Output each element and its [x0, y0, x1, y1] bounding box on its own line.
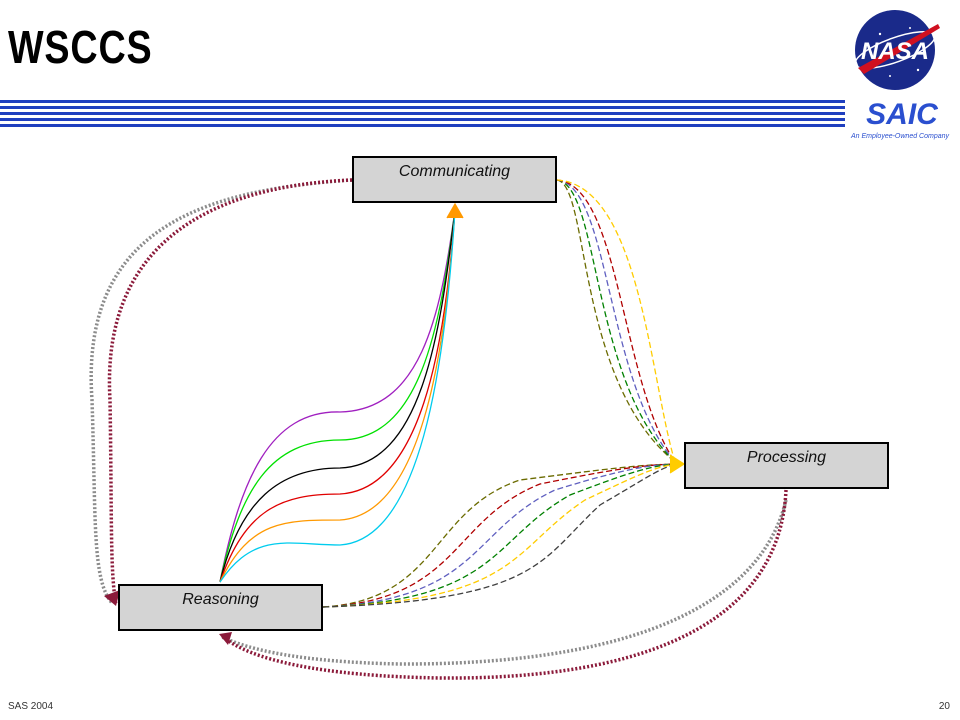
- curve-red: [219, 209, 456, 583]
- loop-gray-left: [89, 178, 353, 605]
- processing-label: Processing: [746, 449, 827, 466]
- communicating-label: Communicating: [398, 163, 511, 180]
- reasoning-to-communicating-curves: [219, 202, 464, 583]
- loop-maroon-left: [107, 178, 353, 606]
- dash-blue-1: [556, 179, 676, 463]
- page-number: 20: [938, 701, 950, 712]
- dash-green-2: [322, 463, 683, 608]
- arrowhead-processing: [669, 454, 686, 474]
- dash-olive-2: [322, 463, 683, 608]
- dash-yellow-2: [322, 463, 683, 608]
- dash-olive-1: [556, 179, 676, 463]
- saic-logo: SAIC An Employee-Owned Company: [850, 98, 950, 140]
- svg-text:SAIC: SAIC: [866, 98, 939, 131]
- slide-title: WSCCS: [8, 21, 153, 73]
- curve-green: [219, 209, 456, 583]
- dash-yellow-1: [556, 179, 676, 463]
- loop-gray-bottom: [221, 499, 788, 666]
- communicating-to-processing-curves: [556, 179, 676, 463]
- arrowhead-reasoning-bottom: [219, 632, 232, 645]
- curve-orange: [219, 209, 456, 583]
- footer-left: SAS 2004: [8, 701, 54, 712]
- svg-text:NASA: NASA: [861, 38, 929, 65]
- dash-darkgray-2: [322, 463, 683, 608]
- dash-green-1: [556, 179, 676, 463]
- dash-blue-2: [322, 463, 683, 608]
- curve-cyan: [219, 209, 456, 583]
- curve-black: [219, 209, 456, 583]
- communicating-node: Communicating: [352, 156, 557, 203]
- processing-node: Processing: [684, 442, 889, 489]
- header-stripe: [0, 100, 845, 127]
- curve-purple: [219, 209, 456, 583]
- reasoning-to-processing-curves: [322, 454, 686, 608]
- arrowhead-reasoning-left: [104, 590, 120, 606]
- dash-red-2: [322, 463, 683, 608]
- dash-red-1: [556, 179, 676, 463]
- nasa-logo: NASA: [854, 10, 940, 90]
- svg-text:An Employee-Owned Company: An Employee-Owned Company: [850, 133, 950, 140]
- logos: NASA SAIC An Employee-Owned Company: [850, 10, 950, 140]
- reasoning-node: Reasoning: [118, 584, 323, 631]
- loop-maroon-bottom: [220, 489, 788, 680]
- arrowhead-communicating: [446, 202, 464, 219]
- reasoning-label: Reasoning: [182, 591, 259, 608]
- feedback-loops: [89, 178, 788, 680]
